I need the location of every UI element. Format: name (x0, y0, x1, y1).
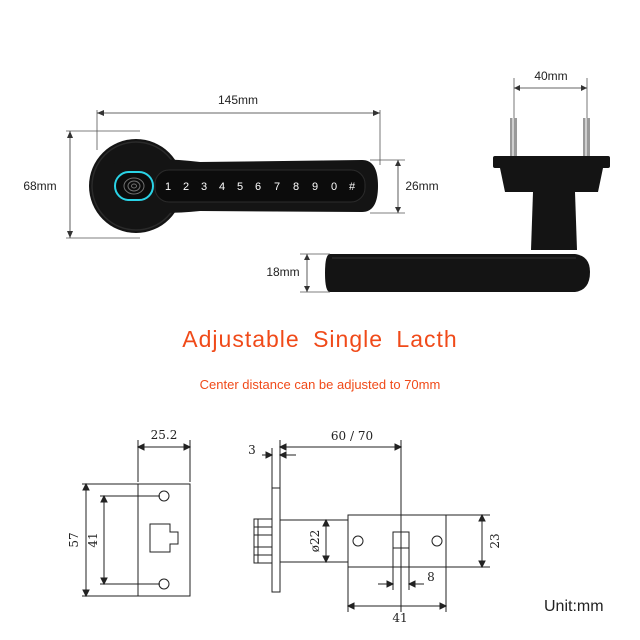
dimension-lever-thickness: 18mm (266, 253, 330, 293)
latch-bolt (253, 518, 273, 564)
spindle-width-label: 40mm (534, 69, 567, 83)
key-hash[interactable]: # (349, 181, 356, 193)
key-8[interactable]: 8 (293, 181, 299, 193)
latch-front-drawing (82, 440, 192, 598)
headline: Adjustable Single Lacth (182, 326, 458, 352)
hole-spacing-label: 41 (86, 532, 100, 547)
key-1[interactable]: 1 (165, 181, 171, 193)
side-view: 40mm 18mm (266, 69, 610, 293)
handle-height-label: 26mm (405, 179, 438, 193)
lever-thickness-label: 18mm (266, 265, 299, 279)
faceplate-height-label: 57 (67, 532, 81, 547)
backset-label: 60 / 70 (331, 429, 373, 443)
face-thickness-label: 3 (248, 443, 256, 457)
rose-base (500, 168, 603, 192)
keypad-panel (154, 169, 366, 203)
key-0[interactable]: 0 (331, 181, 337, 193)
latch-side-drawing (253, 440, 490, 612)
screw-hole-top (158, 490, 170, 502)
fingerprint-icon[interactable] (114, 171, 154, 201)
bolt-slot (149, 523, 179, 553)
dimension-rose-height: 68mm (23, 130, 140, 239)
rose-flange (493, 156, 610, 168)
rose-height-label: 68mm (23, 179, 56, 193)
key-3[interactable]: 3 (201, 181, 207, 193)
latch-faceplate-edge (271, 487, 281, 593)
lever-neck (531, 192, 577, 250)
key-6[interactable]: 6 (255, 181, 261, 193)
key-2[interactable]: 2 (183, 181, 189, 193)
spindle-hole (392, 531, 410, 549)
faceplate (137, 483, 191, 597)
dimension-handle-length: 145mm (97, 93, 380, 116)
handle-length-label: 145mm (218, 93, 258, 107)
keypad-keys: 1 2 3 4 5 6 7 8 9 0 # (165, 181, 356, 193)
subline: Center distance can be adjusted to 70mm (199, 377, 441, 392)
faceplate-width-label: 25.2 (151, 428, 178, 442)
key-9[interactable]: 9 (312, 181, 318, 193)
key-7[interactable]: 7 (274, 181, 280, 193)
body-height-label: 23 (488, 533, 502, 548)
bolt-diameter-label: ø22 (308, 530, 322, 553)
body-depth-label: 41 (392, 611, 407, 625)
spindle-square-label: 8 (427, 570, 435, 584)
key-4[interactable]: 4 (219, 181, 225, 193)
latch-body (347, 514, 447, 568)
front-view: 145mm 68mm 26mm (23, 93, 439, 239)
lever-arm (325, 254, 590, 292)
screw-hole-bottom (158, 578, 170, 590)
unit-label: Unit:mm (544, 598, 604, 615)
key-5[interactable]: 5 (237, 181, 243, 193)
dimension-spindle-width: 40mm (513, 69, 588, 130)
dimension-handle-height: 26mm (370, 159, 439, 214)
